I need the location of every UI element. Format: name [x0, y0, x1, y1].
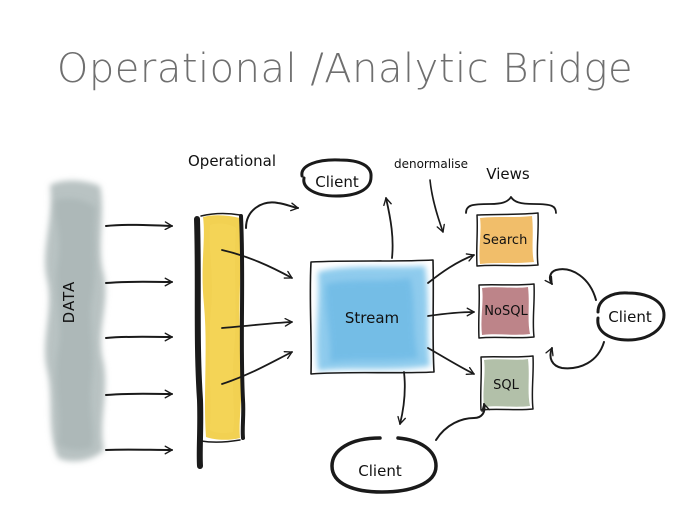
data-input-arrows	[105, 221, 173, 455]
sql-label: SQL	[493, 378, 519, 393]
slide-title: Operational /Analytic Bridge	[57, 46, 633, 92]
operational-to-client-arrow	[245, 201, 299, 229]
stream-to-client-bottom-arrow	[397, 371, 406, 425]
view-search: Search	[475, 212, 539, 267]
stream-label: Stream	[345, 309, 399, 327]
client-bottom-label: Client	[358, 462, 402, 480]
client-top-label: Client	[315, 173, 359, 191]
views-label: Views	[486, 165, 530, 183]
data-label: DATA	[60, 281, 78, 324]
client-right-label: Client	[608, 308, 652, 326]
client-top: Client	[300, 158, 373, 198]
view-nosql: NoSQL	[477, 283, 535, 339]
views-brace	[465, 196, 557, 214]
client-bottom: Client	[330, 436, 438, 494]
operational-store	[194, 212, 246, 469]
stream-box: Stream	[309, 259, 435, 375]
operational-to-stream-arrows	[221, 249, 293, 385]
client-bottom-to-sql-arrow	[435, 403, 490, 441]
denormalise-label: denormalise	[394, 157, 468, 171]
nosql-label: NoSQL	[484, 304, 528, 319]
client-right: Client	[596, 291, 666, 342]
stream-to-client-top-arrow	[383, 197, 394, 259]
operational-label: Operational	[188, 152, 276, 170]
stream-to-views-arrows	[427, 253, 475, 376]
client-right-to-views-arrow-2	[545, 341, 605, 370]
client-right-to-views-arrow-1	[544, 268, 597, 301]
denormalise-arrow	[429, 179, 445, 233]
search-label: Search	[483, 233, 528, 248]
view-sql: SQL	[479, 355, 534, 411]
data-source-cloud: DATA	[44, 180, 106, 462]
